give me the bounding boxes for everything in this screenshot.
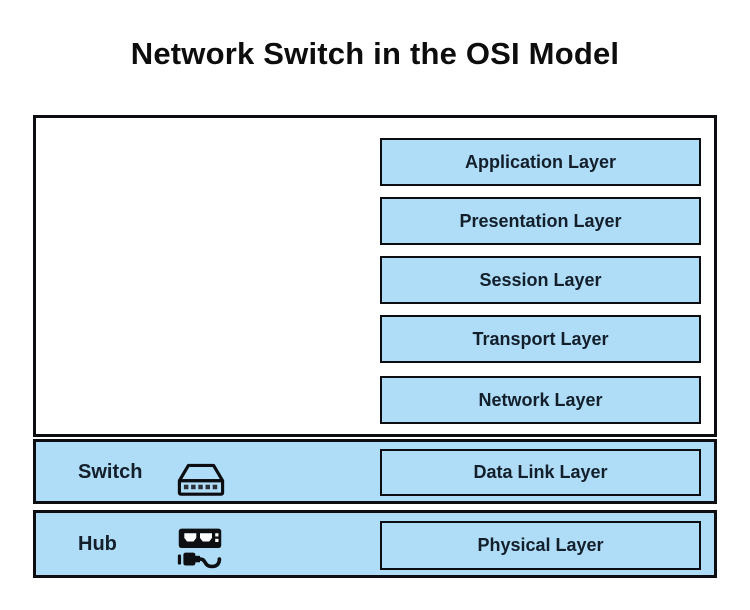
layer-box-physical: Physical Layer xyxy=(380,521,701,570)
layer-box-session: Session Layer xyxy=(380,256,701,304)
switch-label: Switch xyxy=(78,461,143,483)
network-switch-icon xyxy=(174,459,228,502)
layer-box-transport: Transport Layer xyxy=(380,315,701,363)
hub-label: Hub xyxy=(78,533,117,555)
diagram-title: Network Switch in the OSI Model xyxy=(130,36,620,71)
ethernet-hub-icon xyxy=(176,526,224,575)
layer-box-application: Application Layer xyxy=(380,138,701,186)
layer-box-datalink: Data Link Layer xyxy=(380,449,701,496)
layer-box-presentation: Presentation Layer xyxy=(380,197,701,245)
layer-box-network: Network Layer xyxy=(380,376,701,424)
